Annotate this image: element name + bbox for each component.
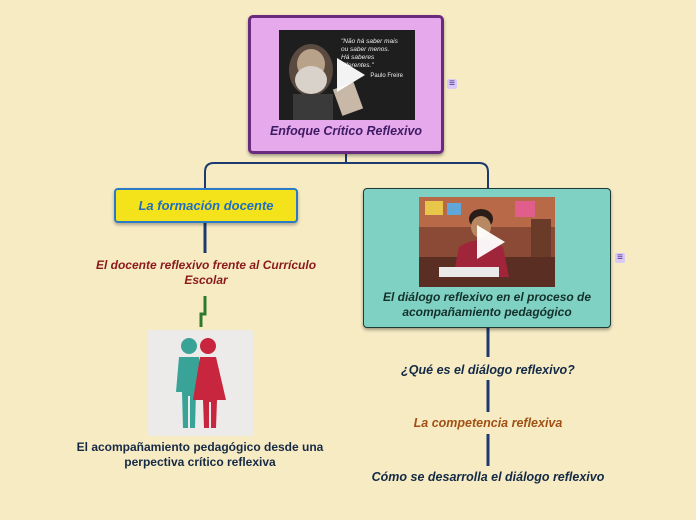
branch-right — [346, 162, 489, 188]
notes-icon[interactable]: ≡ — [447, 79, 457, 89]
acompanamiento-line-1: El acompañamiento pedagógico desde una — [76, 440, 324, 454]
play-icon[interactable] — [337, 58, 365, 92]
play-icon[interactable] — [477, 225, 505, 259]
subtopic-acompanamiento[interactable]: El acompañamiento pedagógico desde una p… — [72, 440, 328, 470]
branch-left — [204, 162, 346, 188]
quote-line-1: "Não há saber mais — [341, 38, 398, 45]
quote-author: Paulo Freire — [370, 73, 403, 79]
formation-title: La formación docente — [138, 198, 274, 213]
root-title: Enfoque Crítico Reflexivo — [269, 124, 423, 138]
subtopic-como-se-desarrolla[interactable]: Cómo se desarrolla el diálogo reflexivo — [371, 470, 605, 484]
speaker-photo — [279, 30, 415, 120]
root-node[interactable]: "Não há saber mais ou saber menos. Há sa… — [248, 15, 444, 154]
classroom-photo — [419, 197, 555, 287]
subtopic-competencia-reflexiva[interactable]: La competencia reflexiva — [413, 416, 563, 430]
acompanamiento-line-2: perpectiva crítico reflexiva — [124, 455, 276, 469]
dialog-node[interactable]: El diálogo reflexivo en el proceso de ac… — [363, 188, 611, 328]
formation-node[interactable]: La formación docente — [114, 188, 298, 223]
dialog-video-thumbnail[interactable] — [419, 197, 555, 287]
formation-green — [199, 296, 207, 327]
notes-icon[interactable]: ≡ — [615, 253, 625, 263]
quote-line-2: ou saber menos. — [341, 46, 390, 53]
dialog-title: El diálogo reflexivo en el proceso de ac… — [382, 290, 592, 319]
people-image-card[interactable] — [147, 330, 254, 436]
man-woman-icon — [176, 338, 226, 428]
subtopic-que-es-dialogo[interactable]: ¿Qué es el diálogo reflexivo? — [401, 363, 575, 377]
subtopic-docente-reflexivo[interactable]: El docente reflexivo frente al Currículo… — [95, 258, 317, 287]
root-video-thumbnail[interactable]: "Não há saber mais ou saber menos. Há sa… — [279, 30, 415, 120]
